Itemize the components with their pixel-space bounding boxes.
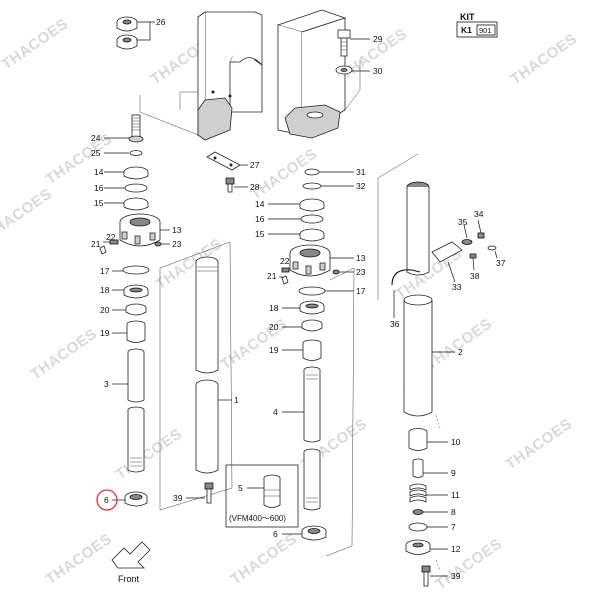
callout-31: 31 [356, 167, 366, 177]
part-26-nuts [116, 16, 155, 50]
callout-15b: 15 [255, 229, 265, 239]
variant-note: (VFM400～600) [229, 514, 286, 523]
callout-16b: 16 [255, 214, 265, 224]
callout-15: 15 [94, 198, 104, 208]
kit-header: KIT [460, 12, 475, 22]
watermark: THACOES [0, 185, 55, 243]
callout-34: 34 [474, 209, 484, 219]
callout-2: 2 [458, 347, 463, 357]
callout-19: 19 [100, 328, 110, 338]
callout-13: 13 [172, 225, 182, 235]
callout-8: 8 [451, 507, 456, 517]
callout-9: 9 [451, 468, 456, 478]
callout-19b: 19 [269, 345, 279, 355]
callout-26: 26 [156, 17, 166, 27]
callout-30: 30 [373, 66, 383, 76]
callout-25: 25 [91, 148, 101, 158]
callout-10: 10 [451, 437, 461, 447]
callout-28: 28 [250, 182, 260, 192]
callout-6-highlighted: 6 [104, 495, 109, 505]
callout-4: 4 [273, 407, 278, 417]
watermark: THACOES [228, 530, 301, 588]
kit-code: K1 [461, 25, 472, 35]
left-stack [99, 114, 170, 507]
watermark: THACOES [218, 315, 291, 373]
callout-21b: 21 [267, 271, 277, 281]
callout-23: 23 [172, 239, 182, 249]
part-29-bolt [337, 29, 370, 57]
watermark: THACOES [0, 15, 71, 73]
watermark: THACOES [503, 415, 576, 473]
callout-12: 12 [451, 544, 461, 554]
callout-13b: 13 [356, 253, 366, 263]
callout-14b: 14 [255, 199, 265, 209]
callout-14: 14 [94, 167, 104, 177]
watermark: THACOES [43, 130, 116, 188]
callout-5: 5 [238, 483, 243, 493]
watermark: THACOES [508, 30, 581, 88]
part-1-outer-tube [159, 241, 233, 511]
callout-39: 39 [173, 493, 183, 503]
watermark: THACOES [43, 530, 116, 588]
middle-stack [268, 168, 355, 557]
kit-number: 901 [479, 26, 492, 35]
callout-35: 35 [458, 217, 468, 227]
callout-3: 3 [104, 379, 109, 389]
fork-bracket-right [276, 9, 361, 139]
callout-17: 17 [100, 266, 110, 276]
inset-variant-box [225, 464, 299, 528]
callout-20b: 20 [269, 322, 279, 332]
fork-bracket-left [139, 11, 263, 141]
watermark: THACOES [113, 425, 186, 483]
part-27-plate [206, 151, 248, 171]
callout-32: 32 [356, 181, 366, 191]
kit-number-box [476, 24, 496, 36]
callout-39b: 39 [451, 571, 461, 581]
callout-23b: 23 [356, 267, 366, 277]
callout-29: 29 [373, 34, 383, 44]
callout-36: 36 [390, 319, 400, 329]
callout-1: 1 [234, 395, 239, 405]
callout-22b: 22 [280, 256, 290, 266]
right-fasteners [461, 219, 498, 271]
kit-legend: KIT K1 901 [456, 12, 498, 38]
front-arrow-icon [111, 541, 151, 569]
part-39-bolt-left [186, 482, 214, 504]
callout-18: 18 [100, 285, 110, 295]
callout-6b: 6 [273, 529, 278, 539]
callout-11: 11 [451, 490, 460, 500]
callout-18b: 18 [269, 303, 279, 313]
right-bottom-stack [405, 414, 448, 587]
highlight-circle [96, 489, 118, 511]
watermark: THACOES [28, 325, 101, 383]
callout-24: 24 [91, 133, 101, 143]
watermark: THACOES [433, 535, 506, 593]
callout-37: 37 [496, 258, 506, 268]
front-label: Front [118, 574, 140, 584]
callout-20: 20 [100, 305, 110, 315]
watermark: THACOES [423, 315, 496, 373]
callout-16: 16 [94, 183, 104, 193]
callout-38: 38 [470, 271, 480, 281]
callout-7: 7 [451, 522, 456, 532]
part-28-screw [225, 177, 248, 193]
callout-22: 22 [106, 232, 116, 242]
callout-33: 33 [452, 282, 462, 292]
callout-17b: 17 [356, 286, 366, 296]
part-2-outer-tube [377, 153, 463, 417]
callout-27: 27 [250, 160, 260, 170]
part-30-washer [335, 65, 370, 75]
callout-21: 21 [91, 239, 101, 249]
